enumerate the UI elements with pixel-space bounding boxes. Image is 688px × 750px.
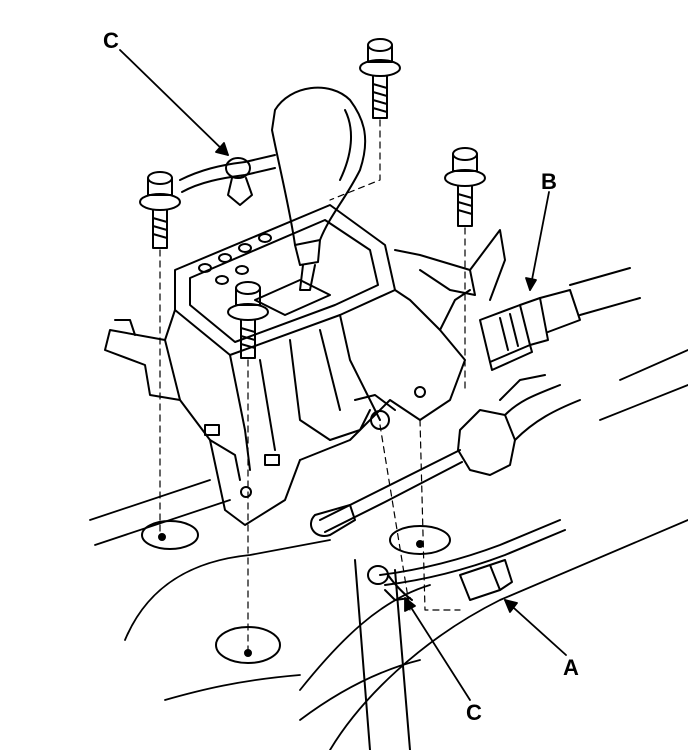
callout-label-c-top: C	[103, 28, 119, 53]
connector-b	[469, 229, 641, 371]
mounting-bolt-top	[359, 38, 401, 119]
floor-hole-bottom	[215, 626, 281, 664]
callout-label-c-bottom: C	[466, 700, 482, 725]
callout-arrows	[119, 49, 567, 701]
shift-bracket	[104, 204, 476, 526]
floor-hole-right	[389, 525, 451, 555]
bolt-leader-lines	[159, 119, 466, 653]
shift-cable	[310, 374, 581, 537]
harness-a	[379, 519, 566, 601]
floor-hole-left	[141, 520, 199, 550]
floor-panel	[89, 349, 688, 750]
mounting-bolt-right	[444, 147, 486, 227]
cable-clip-top	[179, 154, 276, 206]
callout-label-a: A	[563, 655, 579, 680]
clip-leader-lines	[379, 419, 461, 611]
cable-clip-bottom	[354, 559, 413, 750]
mounting-bolt-center	[227, 281, 269, 359]
callout-label-b: B	[541, 169, 557, 194]
mounting-bolt-left	[139, 171, 181, 249]
shift-knob	[271, 86, 367, 291]
